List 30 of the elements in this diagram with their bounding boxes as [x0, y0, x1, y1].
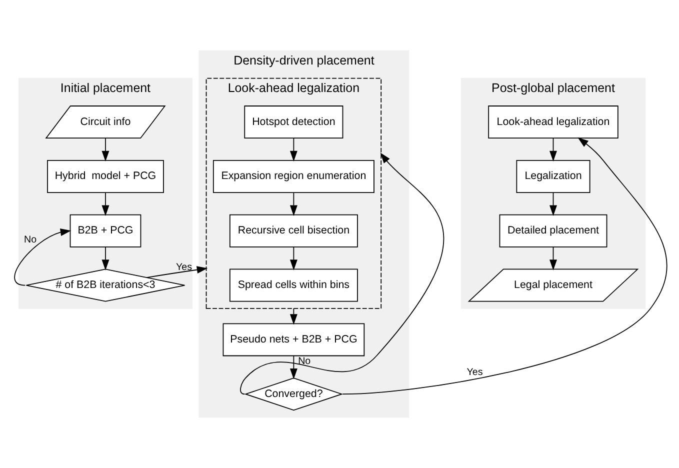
arrow [290, 308, 298, 325]
node-box: Pseudo nets + B2B + PCG [222, 323, 365, 356]
node-box: Hybrid model + PCG [47, 160, 164, 193]
edge-label: No [24, 234, 37, 246]
node-box: Expansion region enumeration [212, 160, 374, 193]
arrow [290, 355, 298, 380]
arrow [14, 228, 72, 286]
arrow [102, 192, 110, 216]
arrow [146, 266, 208, 278]
arrow [102, 138, 110, 162]
arrow [102, 246, 110, 270]
node-diamond: Converged? [244, 378, 344, 411]
node-box: Legalization [516, 160, 590, 193]
arrow [342, 137, 668, 395]
arrow [290, 138, 298, 162]
node-box: Detailed placement [499, 214, 608, 248]
arrow [550, 246, 557, 270]
node-box: Look-ahead legalization [488, 106, 618, 139]
arrow [550, 138, 557, 162]
node-box: Spread cells within bins [229, 268, 358, 302]
edge-label: Yes [466, 366, 483, 378]
arrow [290, 192, 298, 216]
node-box: B2B + PCG [70, 214, 142, 248]
arrow [550, 192, 557, 216]
node-diamond: # of B2B iterations<3 [26, 268, 186, 302]
node-box: Hotspot detection [244, 106, 344, 139]
arrow [290, 246, 298, 270]
node-box: Recursive cell bisection [229, 214, 358, 248]
arrow [240, 152, 444, 395]
edge-label: No [298, 356, 311, 368]
